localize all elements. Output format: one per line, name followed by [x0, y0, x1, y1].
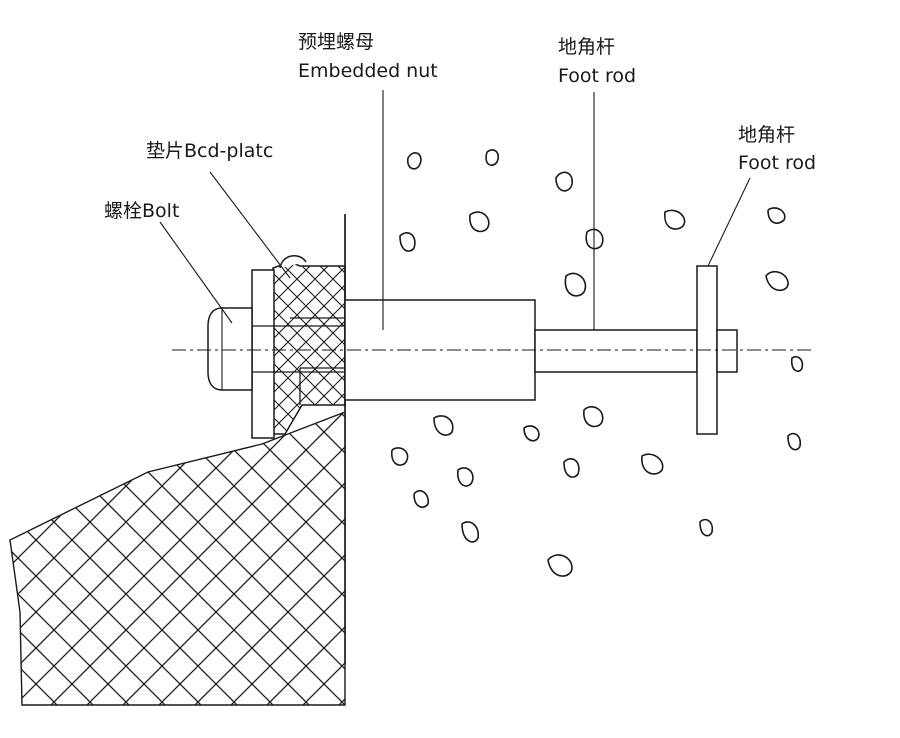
washer-cap: [279, 255, 307, 269]
label-foot-rod-right-zh: 地角杆: [738, 124, 795, 146]
washer-plate: [272, 261, 346, 435]
concrete-aggregate: [391, 149, 804, 577]
label-foot-rod-right-en: Foot rod: [738, 152, 816, 174]
foot-rod-shaft: [534, 329, 698, 373]
hatched-wall: [9, 214, 346, 706]
label-foot-rod-zh: 地角杆: [558, 36, 615, 58]
label-foot-rod-en: Foot rod: [558, 65, 636, 87]
foot-rod-stub: [716, 329, 738, 373]
label-embedded-nut-en: Embedded nut: [298, 60, 438, 82]
washer-step: [290, 317, 345, 405]
label-embedded-nut-zh: 预埋螺母: [298, 31, 374, 53]
label-bolt: 螺栓Bolt: [104, 200, 179, 222]
bracket-plate: [251, 269, 275, 439]
label-washer: 垫片Bcd-platc: [146, 140, 273, 162]
bolt-shank: [252, 325, 345, 373]
leader-lines: [159, 90, 751, 330]
